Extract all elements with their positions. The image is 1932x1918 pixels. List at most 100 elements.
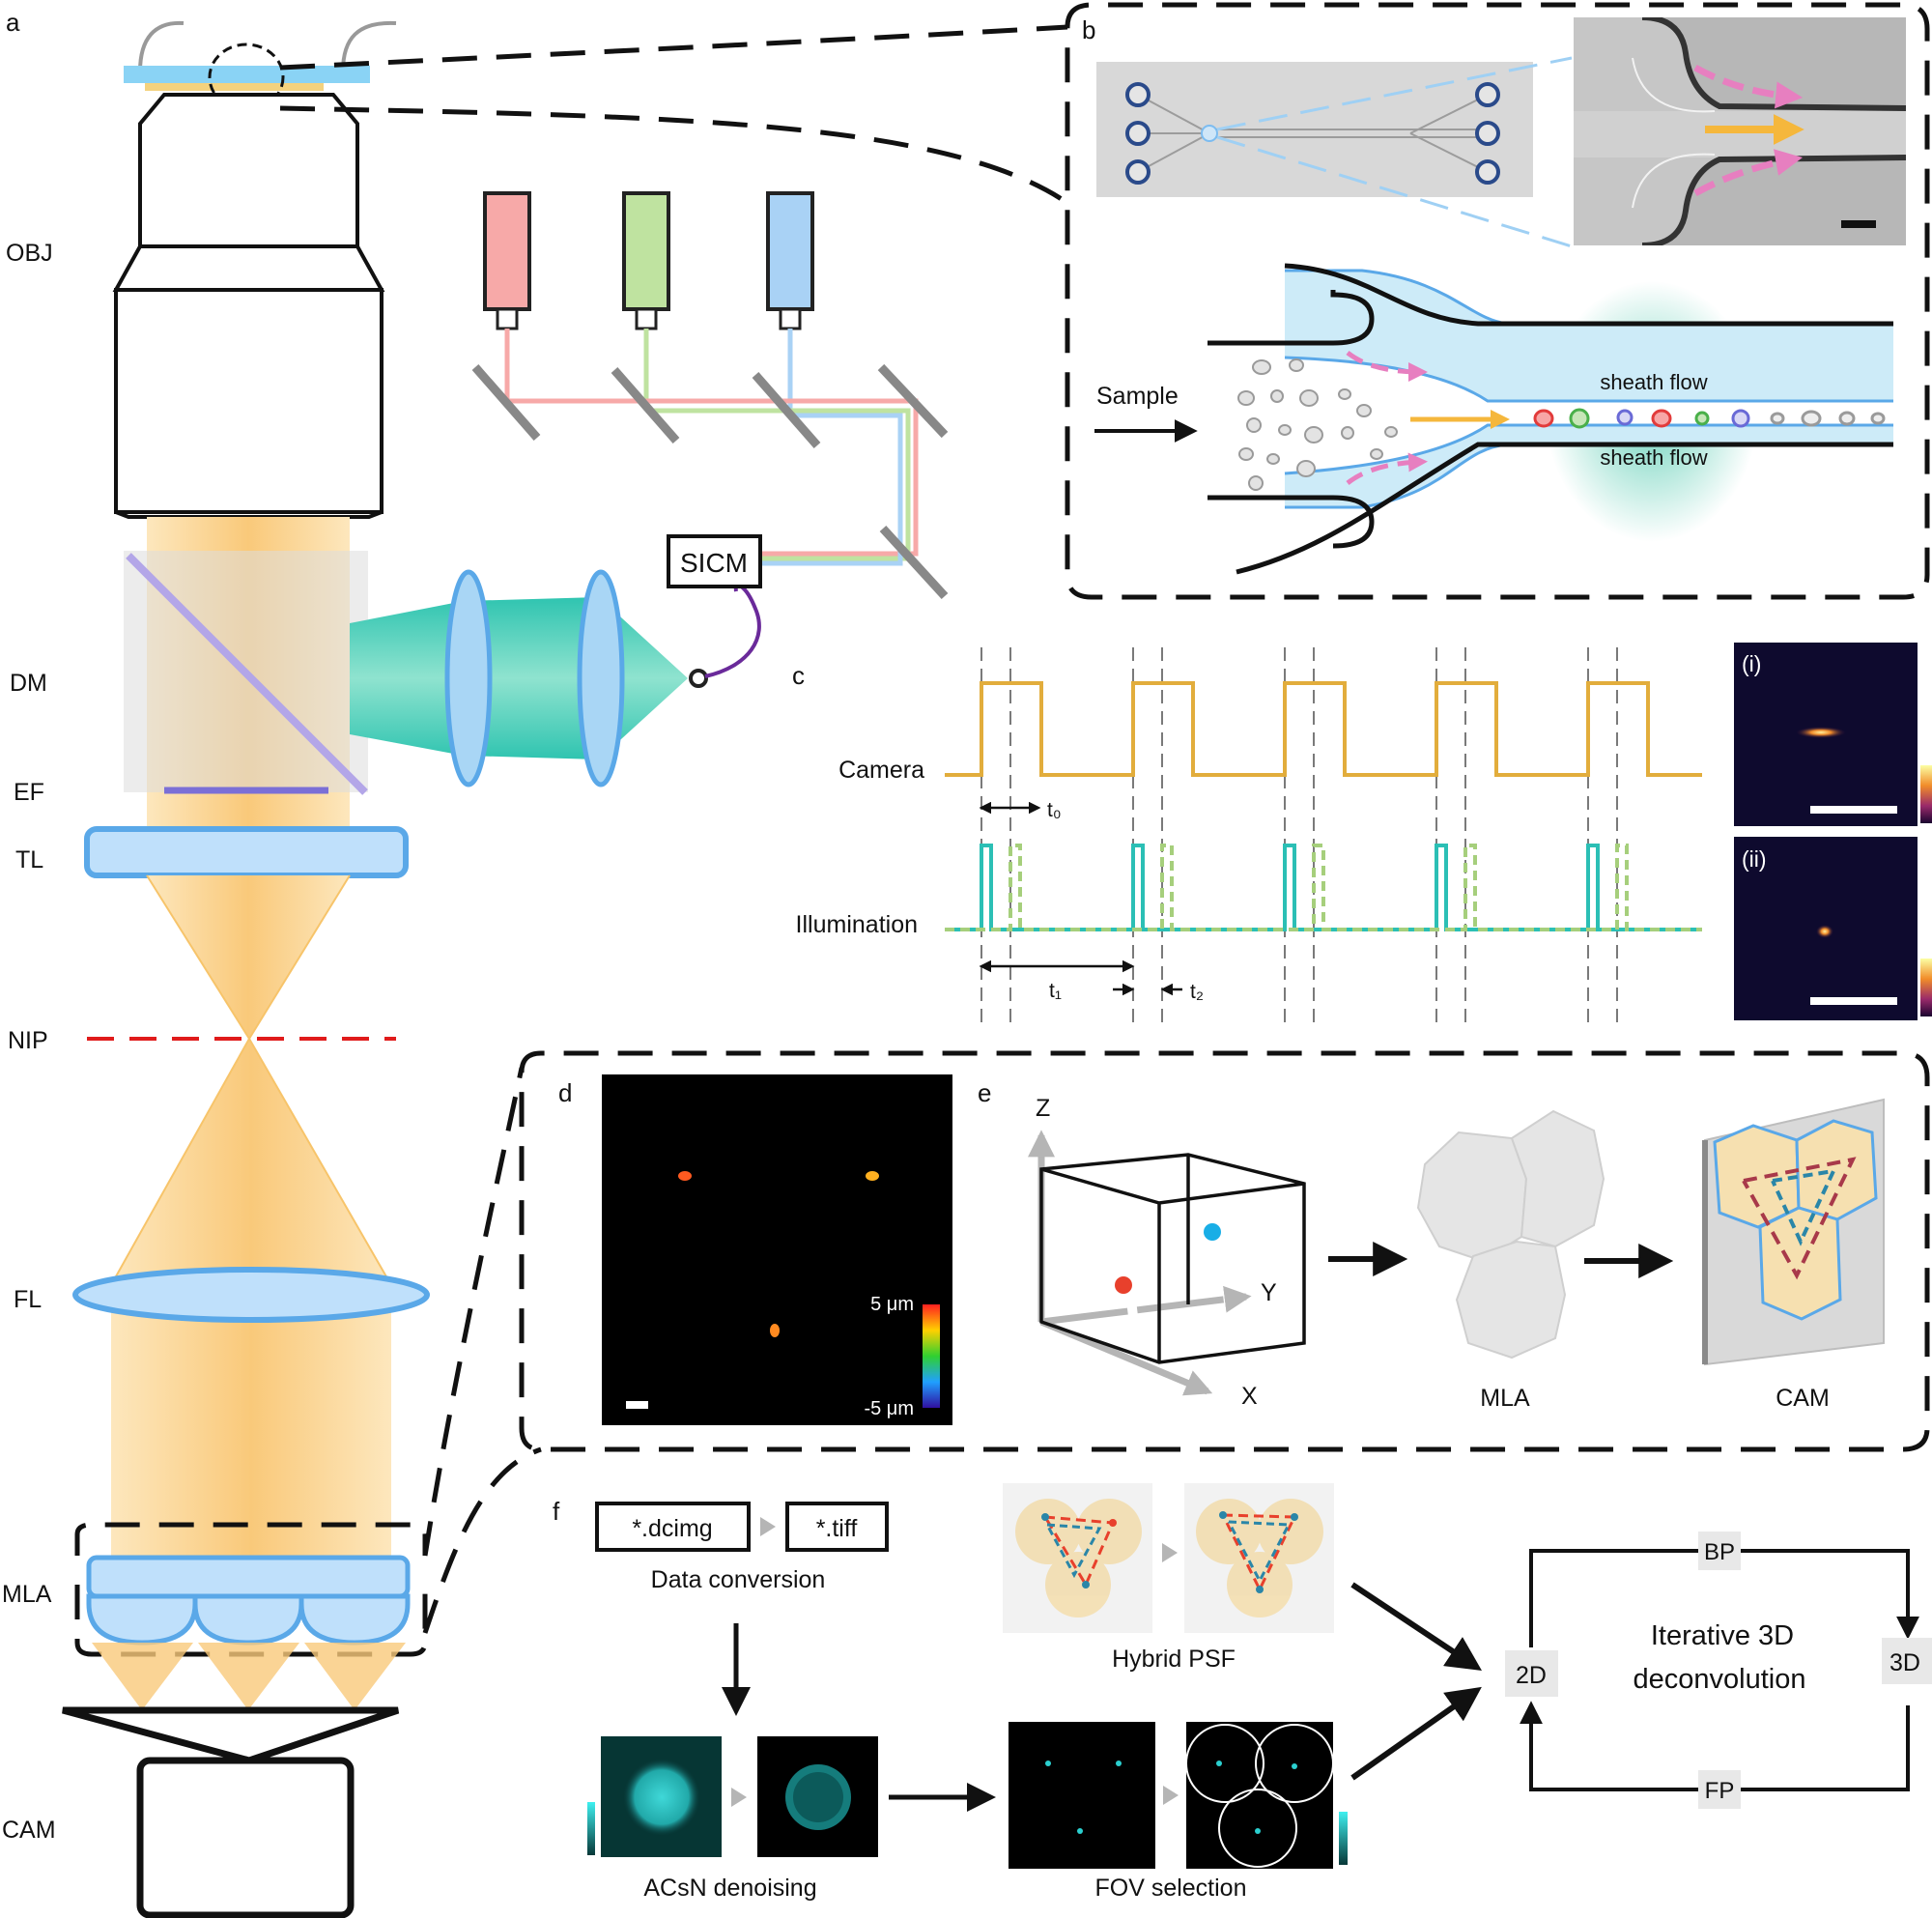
node-3d <box>1882 1638 1932 1684</box>
flow-schematic <box>1094 263 1893 575</box>
deconvolution-loop: BP FP 2D 3D Iterative 3D deconvolution <box>1505 1532 1932 1809</box>
inset-ii-colorbar <box>1920 959 1932 1016</box>
label-mla: MLA <box>2 1581 52 1608</box>
panel-label-e: e <box>978 1078 991 1107</box>
panel-b-microfluidics: b <box>1065 2 1930 600</box>
camera-body <box>136 1757 355 1918</box>
label-inset-i: (i) <box>1742 651 1761 676</box>
label-cam-e: CAM <box>1776 1385 1830 1412</box>
scale-bar-d <box>626 1401 648 1409</box>
fov-colorbar <box>1339 1812 1348 1865</box>
node-2d <box>1505 1650 1558 1697</box>
fov-selected <box>1186 1722 1333 1869</box>
label-data-conversion: Data conversion <box>651 1566 826 1593</box>
label-ef: EF <box>14 779 44 806</box>
label-illumination: Illumination <box>796 911 918 938</box>
scale-bar-micrograph <box>1841 220 1876 228</box>
laser-red <box>483 191 531 330</box>
panel-d-psf: d 5 μm -5 μm <box>558 1074 952 1425</box>
fov-raw <box>1009 1722 1155 1869</box>
label-tiff: *.tiff <box>816 1515 858 1542</box>
chip-ports <box>1125 82 1500 185</box>
camera-trace <box>945 681 1702 777</box>
label-y: Y <box>1261 1279 1277 1306</box>
label-acsn: ACsN denoising <box>643 1875 816 1902</box>
label-dm: DM <box>10 670 47 697</box>
zoom-line-de-lower <box>422 1446 542 1634</box>
steering-mirrors <box>471 363 949 600</box>
panel-label-a: a <box>6 8 20 37</box>
zoom-line-lower <box>279 105 1069 206</box>
dichroic-mirror <box>126 553 368 795</box>
label-tl: TL <box>15 846 43 873</box>
label-cam: CAM <box>2 1817 56 1844</box>
label-x: X <box>1241 1383 1258 1410</box>
label-camera: Camera <box>838 757 924 784</box>
laser-green <box>622 191 670 330</box>
panel-b-frame <box>1065 2 1930 600</box>
bp-node <box>1698 1532 1741 1570</box>
label-z: Z <box>1036 1095 1050 1122</box>
beam-diverging <box>111 1039 391 1285</box>
panel-label-d: d <box>558 1078 572 1107</box>
sicm-box <box>667 534 762 588</box>
illumination-trace-1 <box>945 844 1702 931</box>
camera-adapter <box>62 1706 400 1764</box>
collimation-lens-1 <box>444 569 493 787</box>
zoom-line-de-upper <box>422 1067 525 1557</box>
tiff-box <box>785 1502 889 1552</box>
label-scale-top: 5 μm <box>870 1294 914 1315</box>
collimation-lens-2 <box>577 569 625 787</box>
mla-zoom-box-top <box>74 1522 428 1556</box>
y-axis <box>1040 1285 1252 1326</box>
excitation-beam <box>350 597 688 759</box>
inset-i-colorbar <box>1920 765 1932 823</box>
microlens-array <box>86 1555 411 1646</box>
label-fov: FOV selection <box>1094 1875 1246 1902</box>
acsn-colorbar <box>587 1802 595 1855</box>
panel-a-optics: a OBJ DM EF TL <box>2 8 1069 1918</box>
panel-c-timing: c Camera Illumination t₀ t₁ t₂ (i) (ii) <box>792 643 1932 1022</box>
point-red <box>1115 1276 1132 1294</box>
label-bp: BP <box>1704 1539 1735 1565</box>
panel-de-frame <box>519 1050 1930 1452</box>
panel-f-pipeline: f *.dcimg *.tiff Data conversion Hybrid … <box>553 1483 1932 1902</box>
chip-coverslip <box>124 66 370 83</box>
label-scale-bottom: -5 μm <box>864 1398 914 1419</box>
camera-sensor-3d <box>1702 1098 1885 1366</box>
panel-label-b: b <box>1082 15 1095 44</box>
electrode-wire-right <box>341 20 397 72</box>
volume-cube <box>1039 1153 1306 1364</box>
label-t0: t₀ <box>1047 799 1062 821</box>
laser-beam-paths <box>504 329 919 566</box>
label-sample: Sample <box>1096 383 1179 410</box>
label-hybrid-psf: Hybrid PSF <box>1112 1646 1236 1673</box>
label-sicm: SICM <box>680 548 748 578</box>
label-sheath-top: sheath flow <box>1600 370 1707 394</box>
tube-lens <box>84 826 409 878</box>
label-inset-ii: (ii) <box>1742 846 1767 872</box>
label-nip: NIP <box>8 1027 48 1054</box>
x-axis <box>1039 1318 1213 1396</box>
illumination-trace-2 <box>945 844 1702 931</box>
brightfield-micrograph <box>1574 17 1906 245</box>
optical-fiber <box>704 583 761 678</box>
label-fl: FL <box>14 1286 42 1313</box>
fp-node <box>1698 1770 1741 1809</box>
fiber-port <box>689 669 708 688</box>
label-3d: 3D <box>1889 1649 1920 1676</box>
fourier-lens <box>72 1267 430 1323</box>
electrode-wire-left <box>138 20 185 72</box>
zoom-line-upper <box>279 24 1068 71</box>
label-mla-e: MLA <box>1480 1385 1530 1412</box>
laser-blue <box>766 191 814 330</box>
immersion-oil <box>145 83 324 91</box>
panel-e-geometry: e Z Y X MLA <box>978 1078 1885 1412</box>
depth-colorbar <box>923 1304 940 1408</box>
label-sheath-bottom: sheath flow <box>1600 445 1707 470</box>
label-2d: 2D <box>1516 1662 1547 1689</box>
psf-image <box>602 1074 952 1425</box>
label-dcimg: *.dcimg <box>632 1515 712 1542</box>
objective-lens <box>112 93 385 519</box>
label-obj: OBJ <box>6 240 53 267</box>
